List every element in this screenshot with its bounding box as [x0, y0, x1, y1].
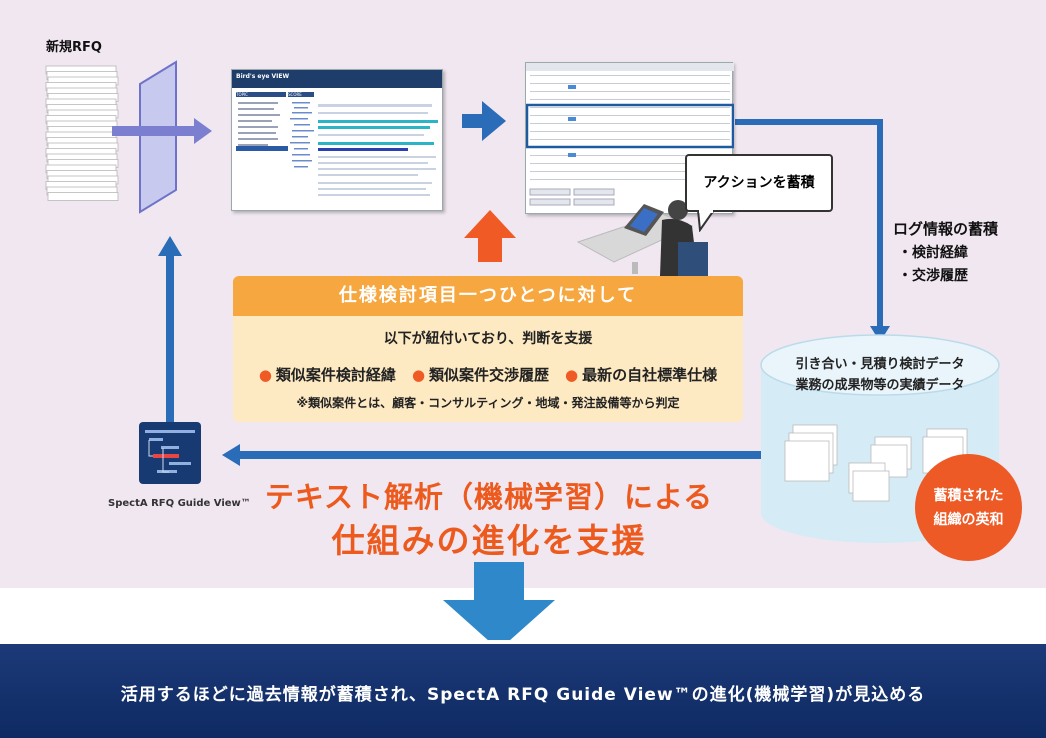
screenshot1-content: [232, 98, 444, 210]
db-line-1: 引き合い・見積り検討データ: [760, 353, 1000, 372]
footer-text: 活用するほどに過去情報が蓄積され、SpectA RFQ Guide View™の…: [0, 680, 1046, 705]
bird-eye-view-screenshot: Bird's eye VIEW TOPIC SCORE: [231, 69, 443, 211]
col-topic: TOPIC: [236, 92, 286, 97]
headline-line-1: テキスト解析（機械学習）による: [234, 474, 744, 516]
log-item-2: ・交渉履歴: [898, 265, 968, 285]
db-line-2: 業務の成果物等の実績データ: [760, 374, 1000, 393]
accumulated-knowledge-badge: 蓄積された 組織の英和: [915, 454, 1022, 561]
bullet-item: ●類似案件検討経緯: [259, 364, 396, 385]
bullet-item: ●最新の自社標準仕様: [565, 364, 717, 385]
filter-pane-icon: [140, 62, 176, 212]
action-speech-bubble: アクションを蓄積: [685, 154, 833, 212]
big-down-arrow: [443, 600, 555, 640]
product-app-icon: [139, 422, 201, 484]
badge-line-1: 蓄積された: [915, 484, 1022, 508]
log-title: ログ情報の蓄積: [893, 218, 998, 239]
support-bullets: ●類似案件検討経緯 ●類似案件交渉履歴 ●最新の自社標準仕様: [233, 364, 743, 385]
support-subline: 以下が紐付いており、判断を支援: [233, 328, 743, 348]
badge-line-2: 組織の英和: [915, 508, 1022, 532]
app-title: Bird's eye VIEW: [232, 70, 442, 88]
support-box-heading: 仕様検討項目一つひとつに対して: [233, 276, 743, 316]
orange-up-arrow: [464, 210, 516, 262]
product-caption: SpectA RFQ Guide View™: [108, 498, 251, 509]
support-note: ※類似案件とは、顧客・コンサルティング・地域・発注設備等から判定: [233, 394, 743, 411]
support-info-box: 仕様検討項目一つひとつに対して 以下が紐付いており、判断を支援 ●類似案件検討経…: [233, 276, 743, 422]
col-score: SCORE: [288, 92, 314, 97]
bubble-tail: [694, 210, 718, 232]
headline-line-2: 仕組みの進化を支援: [234, 514, 744, 562]
log-item-1: ・検討経緯: [898, 242, 968, 262]
bullet-item: ●類似案件交渉履歴: [412, 364, 549, 385]
